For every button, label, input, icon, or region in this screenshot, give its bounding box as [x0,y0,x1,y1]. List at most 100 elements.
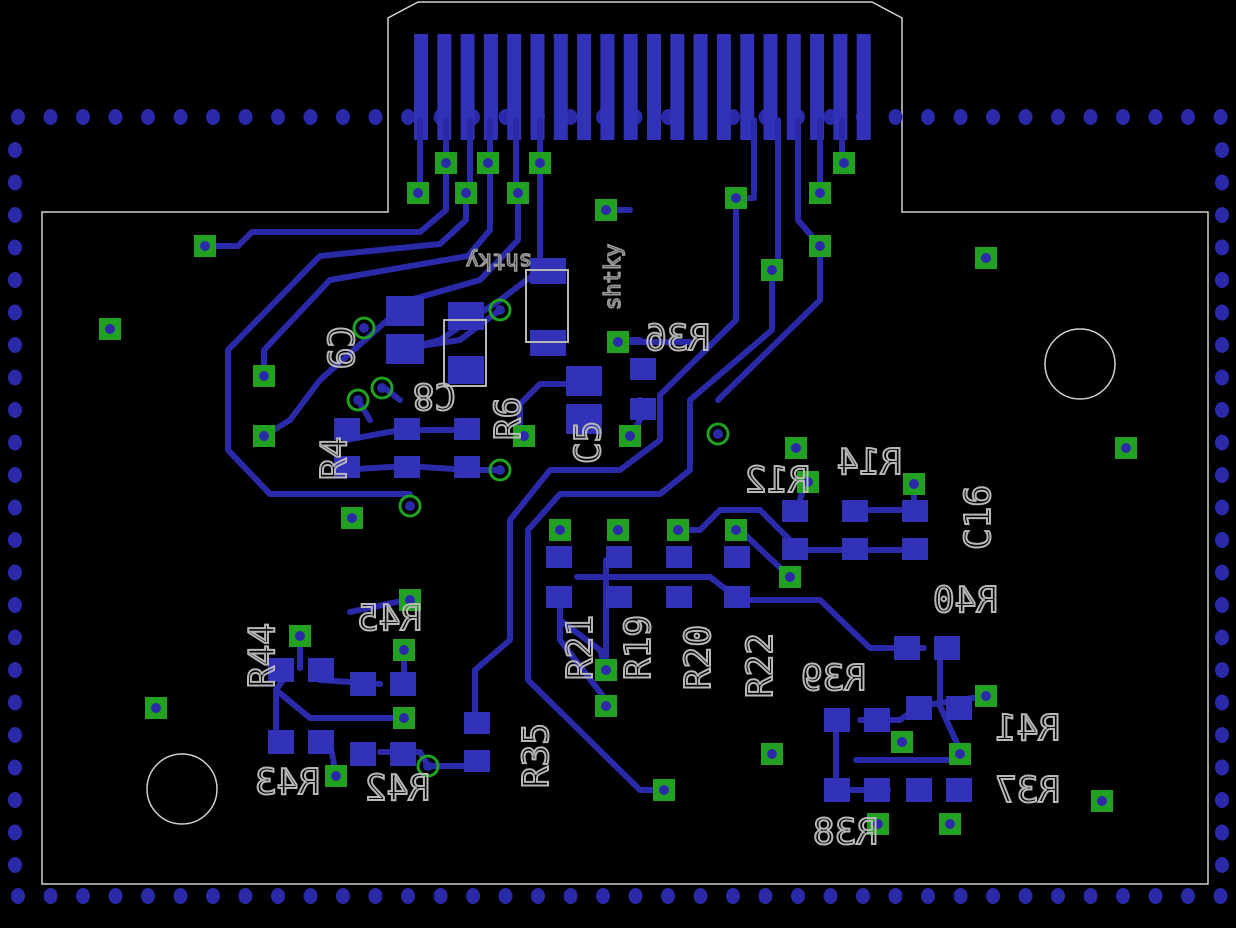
via-round [488,458,512,482]
smd-pad [946,696,972,720]
via-hole [151,703,161,713]
smd-pad [394,456,420,478]
stitch-via [1215,434,1229,451]
stitch-via [303,109,318,125]
label-r4: R4 [314,437,355,480]
via-hole [945,819,955,829]
label-r40: R40 [933,580,998,621]
stitch-via [1018,888,1033,904]
smd-pad [394,418,420,440]
label-r14: R14 [837,442,902,483]
stitch-via [8,499,22,516]
stitch-via [986,109,1000,125]
smd-pad [630,398,656,420]
smd-pad [268,658,294,682]
stitch-via [1215,759,1229,776]
stitch-via [726,888,740,904]
stitch-via [206,109,220,125]
stitch-via [141,888,155,904]
stitch-via [368,888,383,904]
via-hole [673,525,683,535]
smd-pad [946,778,972,802]
via-hole [785,572,795,582]
connector-finger [810,34,825,140]
smd-pad [566,404,602,434]
label-r44: R44 [242,623,283,688]
smd-pad [724,586,750,608]
connector-finger [647,34,661,140]
connector-finger [437,34,452,140]
stitch-via [8,239,22,256]
stitch-via [498,888,513,904]
smd-pad [842,500,868,522]
smd-pad [464,750,490,772]
stitch-via [661,888,675,904]
label-c5: C5 [568,421,609,464]
stitch-via [76,888,90,904]
via-hole [1121,443,1131,453]
smd-pad [448,302,484,330]
stitch-via [336,888,350,904]
via-hole [295,631,305,641]
via-hole [495,465,505,475]
smd-pad [906,778,932,802]
stitch-via [953,888,968,904]
stitch-via [141,109,155,125]
label-r43: R43 [255,762,320,803]
stitch-via [856,888,870,904]
stitch-via [271,888,285,904]
smd-pad [606,546,632,568]
stitch-via [596,888,610,904]
smd-pad [864,708,890,732]
via-hole [981,691,991,701]
stitch-via [1018,109,1033,125]
connector-finger [740,34,755,140]
via-hole [461,188,471,198]
via-hole [897,737,907,747]
stitch-via [791,888,805,904]
board-outline [41,1,1209,885]
via-hole [105,324,115,334]
stitch-via [11,109,25,125]
via-hole [815,188,825,198]
via-hole [441,158,451,168]
stitch-via [921,888,935,904]
stitch-via [8,337,22,353]
smd-pad [902,500,928,522]
via-hole [483,158,493,168]
stitch-via [11,888,25,904]
label-r21: R21 [560,615,601,680]
stitch-via [1215,369,1229,386]
via-hole [815,241,825,251]
stitch-via [108,109,123,125]
stitch-via [8,727,22,743]
smd-pad [630,358,656,380]
stitch-via [1215,727,1229,743]
smd-pad [454,456,480,478]
stitch-via [823,888,838,904]
via-hole [405,595,415,605]
via-hole [377,383,387,393]
stitch-via [1215,174,1229,191]
smd-pad [386,334,424,364]
via-round [416,754,440,778]
label-r45: R45 [357,598,422,639]
smd-pad [464,712,490,734]
stitch-via [303,888,318,904]
stitch-via [1148,109,1163,125]
stitch-via [953,109,968,125]
via-round [352,316,376,340]
via-hole [259,371,269,381]
via-hole [767,265,777,275]
via-hole [399,645,409,655]
stitch-via [206,888,220,904]
mounting-hole-right [1044,328,1116,400]
smd-pad [566,366,602,396]
via-hole [625,431,635,441]
via-hole [555,525,565,535]
stitch-via [8,467,22,483]
via-hole [613,337,623,347]
connector-finger [833,34,848,140]
stitch-via [8,304,22,321]
stitch-via [238,888,253,904]
